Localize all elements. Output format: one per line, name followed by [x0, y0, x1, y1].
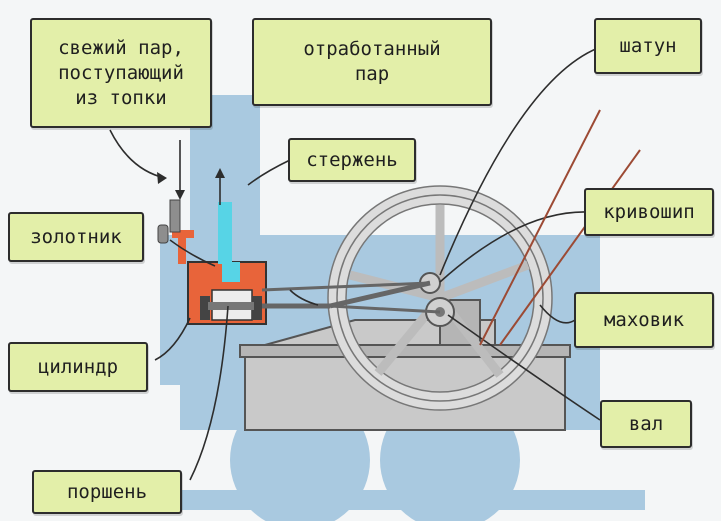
piston-text: поршень: [66, 480, 148, 503]
fresh-steam-line-3: из топки: [75, 86, 167, 109]
arrow-heads: [157, 168, 225, 200]
shaft-text: вал: [628, 412, 664, 435]
rod-label: стержень: [288, 138, 416, 182]
flywheel-text: маховик: [603, 308, 685, 331]
slide-valve-label: золотник: [8, 212, 144, 262]
cylinder-label: цилиндр: [8, 342, 148, 392]
piston-label: поршень: [32, 470, 182, 514]
ropes: [479, 109, 641, 346]
flywheel-label: маховик: [574, 292, 714, 348]
crank-label: кривошип: [584, 188, 714, 236]
exhaust-steam-line-1: отработанный: [303, 38, 441, 60]
piston-rod-and-linkage: [261, 280, 441, 314]
connecting-rod-label: шатун: [594, 18, 702, 74]
rod-text: стержень: [306, 148, 398, 171]
crank-text: кривошип: [603, 200, 695, 223]
fresh-steam-line-2: поступающий: [58, 61, 184, 84]
exhaust-steam-label: отработанный пар: [252, 18, 492, 106]
shaft-label: вал: [600, 400, 692, 448]
connecting-rod-text: шатун: [619, 34, 677, 57]
cylinder-text: цилиндр: [37, 355, 119, 378]
slide-valve-text: золотник: [30, 225, 122, 248]
exhaust-steam-line-2: пар: [354, 63, 390, 85]
leader-lines: [109, 47, 601, 481]
fresh-steam-label: свежий пар, поступающий из топки: [30, 18, 212, 128]
fresh-steam-line-1: свежий пар,: [58, 36, 184, 59]
